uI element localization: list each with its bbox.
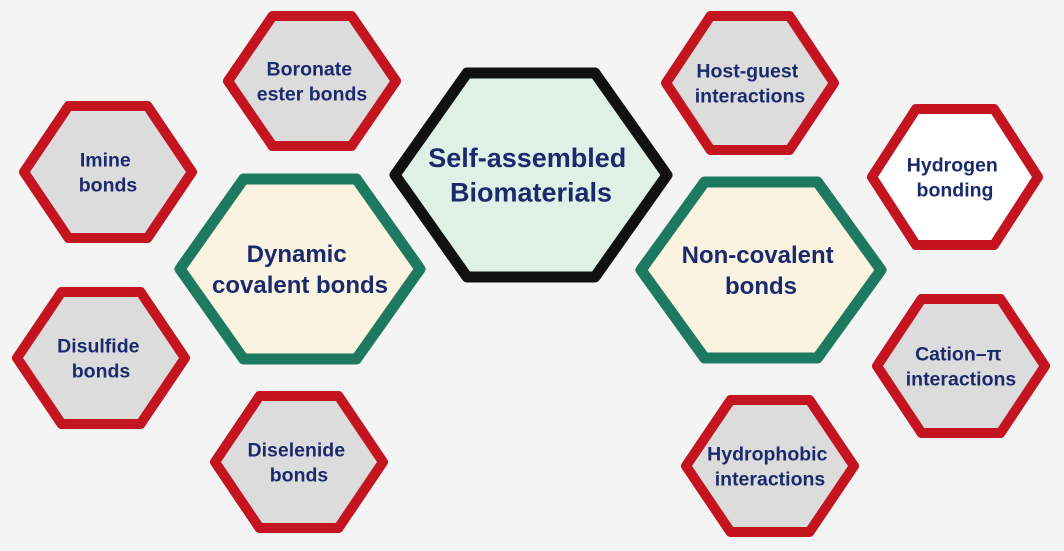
hex-noncovalent-line-1: Non-covalent xyxy=(682,242,834,269)
hex-hydrogen-label: Hydrogen bonding xyxy=(907,154,1003,201)
hex-self-assembled-biomaterials: Self-assembled Biomaterials xyxy=(389,67,673,283)
hex-imine-line-1: Imine xyxy=(80,149,131,171)
hex-dynamic-covalent-bonds: Dynamic covalent bonds xyxy=(174,173,426,365)
hex-disulfide-bonds: Disulfide bonds xyxy=(12,287,190,429)
hex-disulfide-label: Disulfide bonds xyxy=(57,335,145,382)
hex-hydrogen-line-1: Hydrogen xyxy=(907,154,998,176)
hex-hydrogen-bonding: Hydrogen bonding xyxy=(867,104,1043,250)
hex-hydrogen-shape xyxy=(867,104,1043,250)
hex-hostguest-label: Host-guest interactions xyxy=(695,60,806,107)
hex-noncovalent-label: Non-covalent bonds xyxy=(682,242,841,300)
hex-dynamic-line-2: covalent bonds xyxy=(212,272,388,299)
hex-hydrophobic-interactions: Hydrophobic interactions xyxy=(681,395,859,537)
hex-diselenide-line-1: Diselenide xyxy=(248,439,346,461)
hex-disulfide-shape xyxy=(12,287,190,429)
hex-hostguest-line-2: interactions xyxy=(695,85,806,107)
hex-non-covalent-bonds: Non-covalent bonds xyxy=(635,176,887,364)
hex-diselenide-label: Diselenide bonds xyxy=(248,439,351,486)
hex-hydrophobic-line-2: interactions xyxy=(715,468,826,490)
hex-diselenide-line-2: bonds xyxy=(270,464,329,486)
hex-boronate-ester-bonds: Boronate ester bonds xyxy=(223,11,401,151)
hex-imine-label: Imine bonds xyxy=(79,149,138,196)
hex-boronate-label: Boronate ester bonds xyxy=(257,58,368,105)
hex-center-label: Self-assembled Biomaterials xyxy=(428,143,634,208)
hex-hostguest-shape xyxy=(661,11,839,155)
hex-boronate-shape xyxy=(223,11,401,151)
hex-hydrophobic-line-1: Hydrophobic xyxy=(707,443,827,465)
hex-center-line-1: Self-assembled xyxy=(428,143,626,173)
hex-disulfide-line-2: bonds xyxy=(72,360,131,382)
hex-boronate-line-2: ester bonds xyxy=(257,83,368,105)
hex-dynamic-label: Dynamic covalent bonds xyxy=(212,241,388,299)
hex-diselenide-bonds: Diselenide bonds xyxy=(210,391,388,533)
hex-cation-label: Cation–π interactions xyxy=(906,343,1017,390)
hex-cation-line-2: interactions xyxy=(906,368,1017,390)
hex-disulfide-line-1: Disulfide xyxy=(57,335,139,357)
hex-dynamic-shape xyxy=(174,173,426,365)
hex-center-shape xyxy=(389,67,673,283)
hex-hydrogen-line-2: bonding xyxy=(917,179,994,201)
hex-noncovalent-shape xyxy=(635,176,887,364)
hex-hydrophobic-shape xyxy=(681,395,859,537)
hex-hydrophobic-label: Hydrophobic interactions xyxy=(707,443,833,490)
hex-noncovalent-line-2: bonds xyxy=(725,273,797,300)
hex-dynamic-line-1: Dynamic xyxy=(247,241,347,268)
hex-boronate-line-1: Boronate xyxy=(266,58,352,80)
hex-cation-shape xyxy=(872,294,1050,438)
hex-host-guest-interactions: Host-guest interactions xyxy=(661,11,839,155)
hex-imine-line-2: bonds xyxy=(79,174,138,196)
hex-hostguest-line-1: Host-guest xyxy=(696,60,798,82)
hex-cation-pi-interactions: Cation–π interactions xyxy=(872,294,1050,438)
hex-cation-line-1: Cation–π xyxy=(915,343,1002,365)
hex-imine-bonds: Imine bonds xyxy=(19,101,197,243)
hex-diselenide-shape xyxy=(210,391,388,533)
hex-center-line-2: Biomaterials xyxy=(450,178,612,208)
hex-imine-shape xyxy=(19,101,197,243)
